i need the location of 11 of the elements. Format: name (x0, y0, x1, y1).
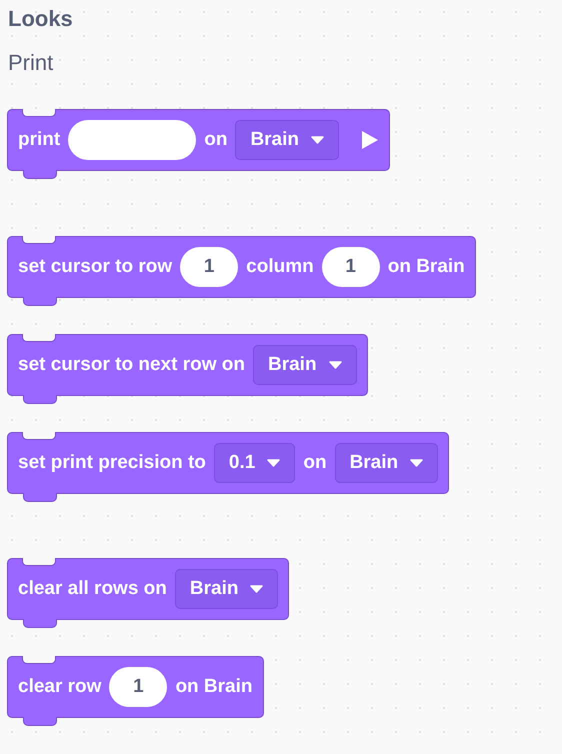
dropdown-menu: Brain (174, 569, 278, 609)
dropdown-menu: Brain (334, 443, 438, 483)
dropdown-menu: 0.1 (214, 443, 296, 483)
dropdown-menu: Brain (252, 345, 357, 385)
number-input-field: 1 (109, 667, 168, 707)
dropdown-menu: Brain (235, 120, 340, 160)
number-input-field: 1 (180, 247, 238, 287)
text-input-field (68, 120, 196, 160)
number-input-field: 1 (322, 247, 380, 287)
category-heading: Looks (8, 6, 73, 32)
section-heading: Print (8, 50, 54, 76)
